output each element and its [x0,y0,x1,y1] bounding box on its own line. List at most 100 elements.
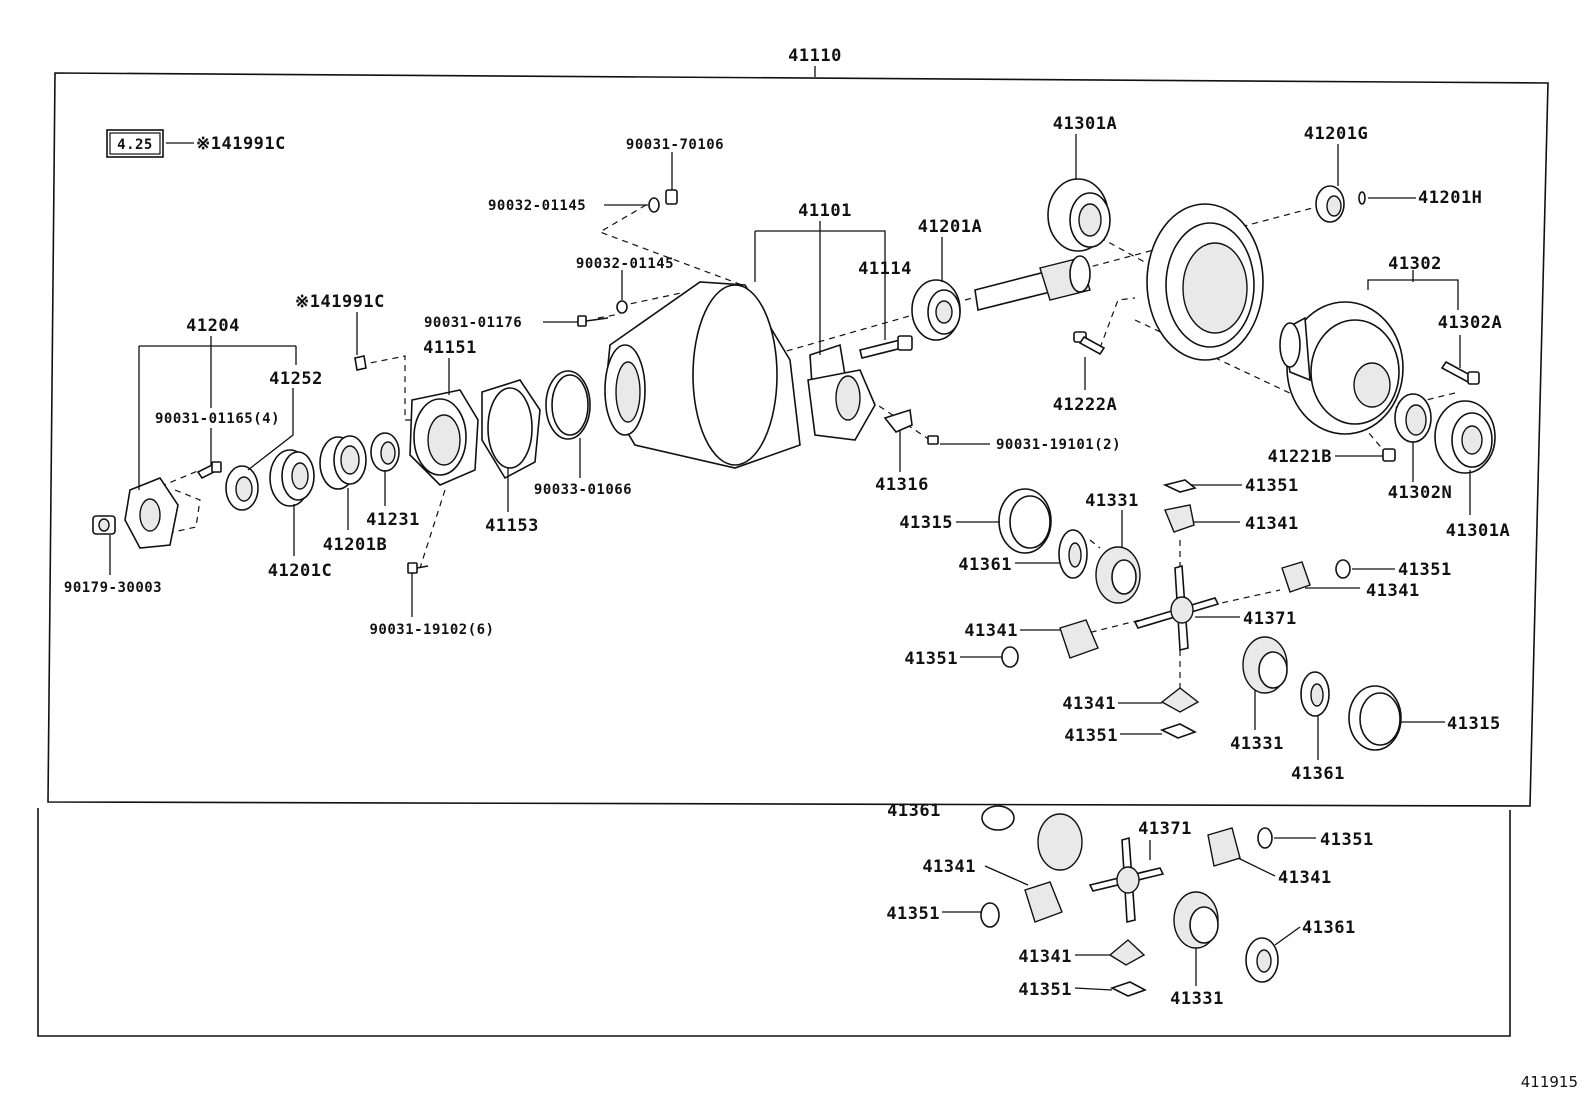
companion-flange-41204 [124,477,179,549]
lock-plate-41316 [883,408,913,433]
differential-case-41302 [1279,301,1404,435]
label-41315-a: 41315 [899,513,953,533]
label-41351-d: 41351 [1064,726,1118,746]
washer-41351-f [980,902,1000,928]
thrust-washer-41361-b-hole [1310,683,1324,707]
side-gear-41331-a [1095,546,1141,604]
label-41231: 41231 [366,510,420,530]
label-41302n: 41302N [1388,483,1452,503]
bolt-41222a [1073,331,1106,356]
washer-41351-g [1109,981,1147,997]
label-41361-cut: 41361 [887,801,941,821]
label-90031-01165: 90031-01165(4) [155,411,280,427]
label-41341-c: 41341 [964,621,1018,641]
main-assembly-frame [47,72,1549,807]
bearing-cap [807,369,876,441]
label-41341-f: 41341 [1278,868,1332,888]
secondary-assembly-frame [37,808,1511,1037]
side-gear-41331-cut [1037,813,1083,871]
label-41341-a: 41341 [1245,514,1299,534]
bearing-41301a-top [1047,178,1111,252]
clip-41991c [354,355,367,371]
drive-pinion-shaft [974,255,1091,311]
pinion-41341-a [1164,504,1195,533]
label-41331-c: 41331 [1170,989,1224,1009]
label-41101: 41101 [798,201,852,221]
label-41201h: 41201H [1418,188,1482,208]
carrier-housing-41101 [604,281,846,469]
label-41351-f: 41351 [886,904,940,924]
bolt-90031-01176 [577,315,609,327]
ring-41201h [1358,191,1366,205]
leader-lines [109,134,1471,991]
bolt-41302a [1440,360,1480,385]
label-41351-g: 41351 [1018,980,1072,1000]
assembly-number-label: 41110 [788,46,842,66]
o-ring-inner [551,374,589,436]
thrust-washer-41361-c-hole [1256,949,1272,973]
label-41361-a: 41361 [958,555,1012,575]
bolt-90031-19102 [407,562,429,574]
label-41114: 41114 [858,259,912,279]
sheet-id: 411915 [1520,1073,1578,1091]
label-41204: 41204 [186,316,240,336]
bolt-90031-01165 [196,461,222,480]
nut-41221b [1382,448,1396,462]
bearing-41201b [319,435,367,490]
bearing-41201g [1315,185,1345,223]
label-90032-01145-a: 90032-01145 [488,198,586,214]
nut-90179-30003 [92,515,116,535]
label-41201g: 41201G [1304,124,1368,144]
label-41361-c: 41361 [1302,918,1356,938]
pinion-41341-d [1160,687,1200,713]
washer-41351-e [1257,827,1273,849]
thrust-washer-41361-cut [981,805,1015,831]
label-41331-a: 41331 [1085,491,1139,511]
pinion-41341-g [1108,939,1146,966]
bearing-41201a [911,279,961,341]
label-41302: 41302 [1388,254,1442,274]
retainer-41151 [409,389,479,486]
label-41302a: 41302A [1438,313,1502,333]
pinion-41341-e [1207,827,1241,867]
label-41371-a: 41371 [1243,609,1297,629]
label-41991c-mid: ※141991C [295,292,385,312]
label-41316: 41316 [875,475,929,495]
washer-41302n [1394,393,1432,443]
gear-ratio-label: 4.25 [117,137,153,153]
label-90031-19101: 90031-19101(2) [996,437,1121,453]
label-41301a-bottom: 41301A [1446,521,1510,541]
label-41252: 41252 [269,369,323,389]
label-41351-c: 41351 [904,649,958,669]
washer-41351-c [1001,646,1019,668]
label-41351-e: 41351 [1320,830,1374,850]
label-41201c: 41201C [268,561,332,581]
label-41201b: 41201B [323,535,387,555]
label-90033-01066: 90033-01066 [534,482,632,498]
ratio-box-part-label: ※141991C [196,134,286,154]
pinion-41341-b [1281,561,1311,593]
label-41222a: 41222A [1053,395,1117,415]
part-labels: 41301A 41201G 41201H 90031-70106 90032-0… [64,114,1510,1009]
washer-41351-d [1159,723,1197,739]
ratio-box-inner [109,132,161,155]
bolt-90031-19101 [927,435,939,445]
side-gear-41331-c [1173,891,1219,949]
pinion-41341-c [1059,619,1099,659]
bearing-41201c [269,449,315,507]
label-41341-e: 41341 [922,857,976,877]
washer-41351-b [1335,559,1351,579]
label-41201a: 41201A [918,217,982,237]
label-41315-b: 41315 [1447,714,1501,734]
thrust-washer-41361-a-hole [1068,542,1082,568]
label-41341-b: 41341 [1366,581,1420,601]
side-gear-washer-41315-a [998,488,1052,554]
label-41341-d: 41341 [1062,694,1116,714]
label-90031-19102: 90031-19102(6) [369,622,494,638]
gasket-41153 [481,379,541,480]
side-gear-washer-41315-b [1348,685,1402,751]
pinion-shaft-41371-a [1133,564,1220,652]
ratio-box-outer [106,129,164,158]
bearing-41301a-bottom [1434,400,1496,474]
